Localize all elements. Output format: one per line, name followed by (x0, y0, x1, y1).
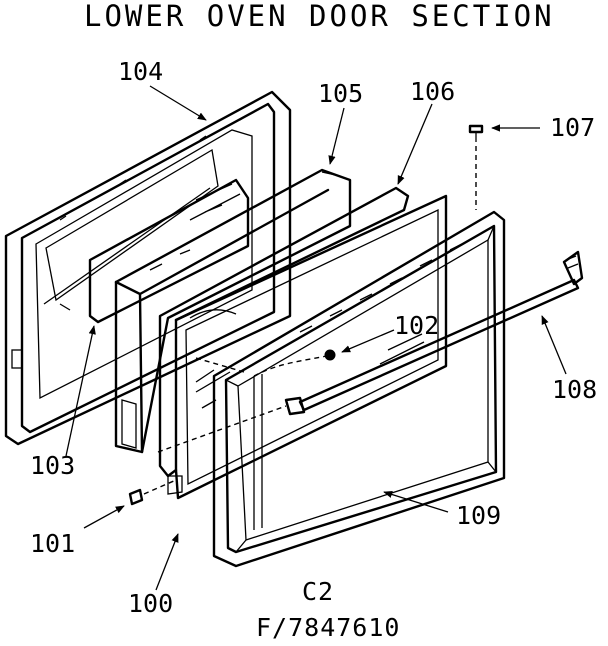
assembly-dashed-lines (157, 355, 327, 453)
part-106-window-glass (158, 186, 448, 500)
part-107-screw (468, 124, 484, 210)
callout-107: 107 (550, 113, 595, 142)
callout-108: 108 (552, 375, 597, 404)
callout-101: 101 (30, 529, 75, 558)
part-109-outer-door-frame (212, 210, 506, 568)
diagram-code: C2 (302, 577, 334, 606)
callout-105: 105 (318, 79, 363, 108)
callout-100: 100 (128, 589, 173, 618)
part-103-glass-panel (88, 178, 250, 324)
part-105-door-liner (114, 168, 352, 454)
callout-102: 102 (394, 311, 439, 340)
figure-number: F/7847610 (256, 613, 400, 642)
callout-103: 103 (30, 451, 75, 480)
callout-leaders (65, 85, 567, 591)
part-101-screw (128, 479, 177, 506)
part-102-nut (324, 349, 336, 361)
callout-104: 104 (118, 57, 163, 86)
callout-106: 106 (410, 77, 455, 106)
callout-109: 109 (456, 501, 501, 530)
part-100-bracket (167, 475, 183, 495)
part-104-inner-door-panel (4, 90, 292, 446)
diagram-title: LOWER OVEN DOOR SECTION (84, 0, 555, 33)
part-108-door-handle (284, 250, 584, 416)
